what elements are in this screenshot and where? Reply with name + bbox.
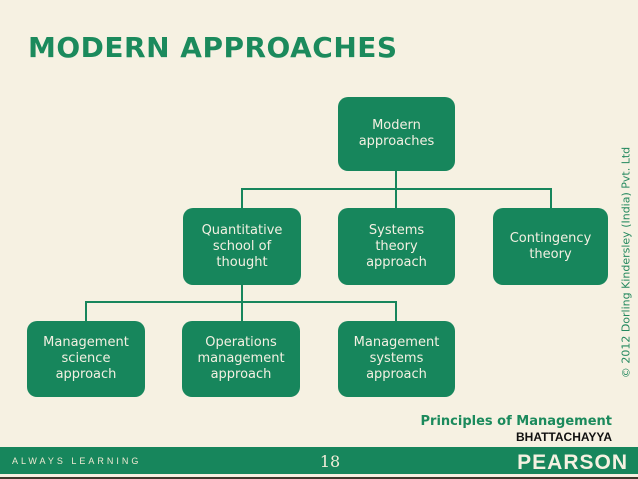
footer-bar (0, 447, 638, 474)
node-operations-management: Operations management approach (182, 321, 300, 397)
node-modern-approaches: Modern approaches (338, 97, 455, 171)
connector-root-stub (395, 171, 397, 190)
connector-drop-mgmt-science (85, 301, 87, 321)
pearson-logo: PEARSON (517, 451, 628, 474)
node-systems-theory: Systems theory approach (338, 208, 455, 285)
node-quantitative-school: Quantitative school of thought (183, 208, 301, 285)
author-name: BHATTACHAYYA (515, 430, 612, 444)
connector-drop-operations (241, 301, 243, 321)
node-contingency-theory: Contingency theory (493, 208, 608, 285)
connector-quantitative-stub (241, 285, 243, 303)
connector-drop-mgmt-systems (395, 301, 397, 321)
node-management-science: Management science approach (27, 321, 145, 397)
connector-drop-systems (395, 188, 397, 208)
always-learning-tagline: ALWAYS LEARNING (12, 456, 142, 466)
copyright-vertical-text: © 2012 Dorling Kindersley (India) Pvt. L… (619, 146, 633, 379)
page-number: 18 (319, 452, 341, 471)
page-title: MODERN APPROACHES (28, 31, 398, 64)
bottom-edge-line (0, 477, 638, 479)
node-management-systems: Management systems approach (338, 321, 455, 397)
connector-drop-contingency (550, 188, 552, 208)
book-title: Principles of Management (420, 414, 612, 429)
connector-drop-quantitative (241, 188, 243, 208)
